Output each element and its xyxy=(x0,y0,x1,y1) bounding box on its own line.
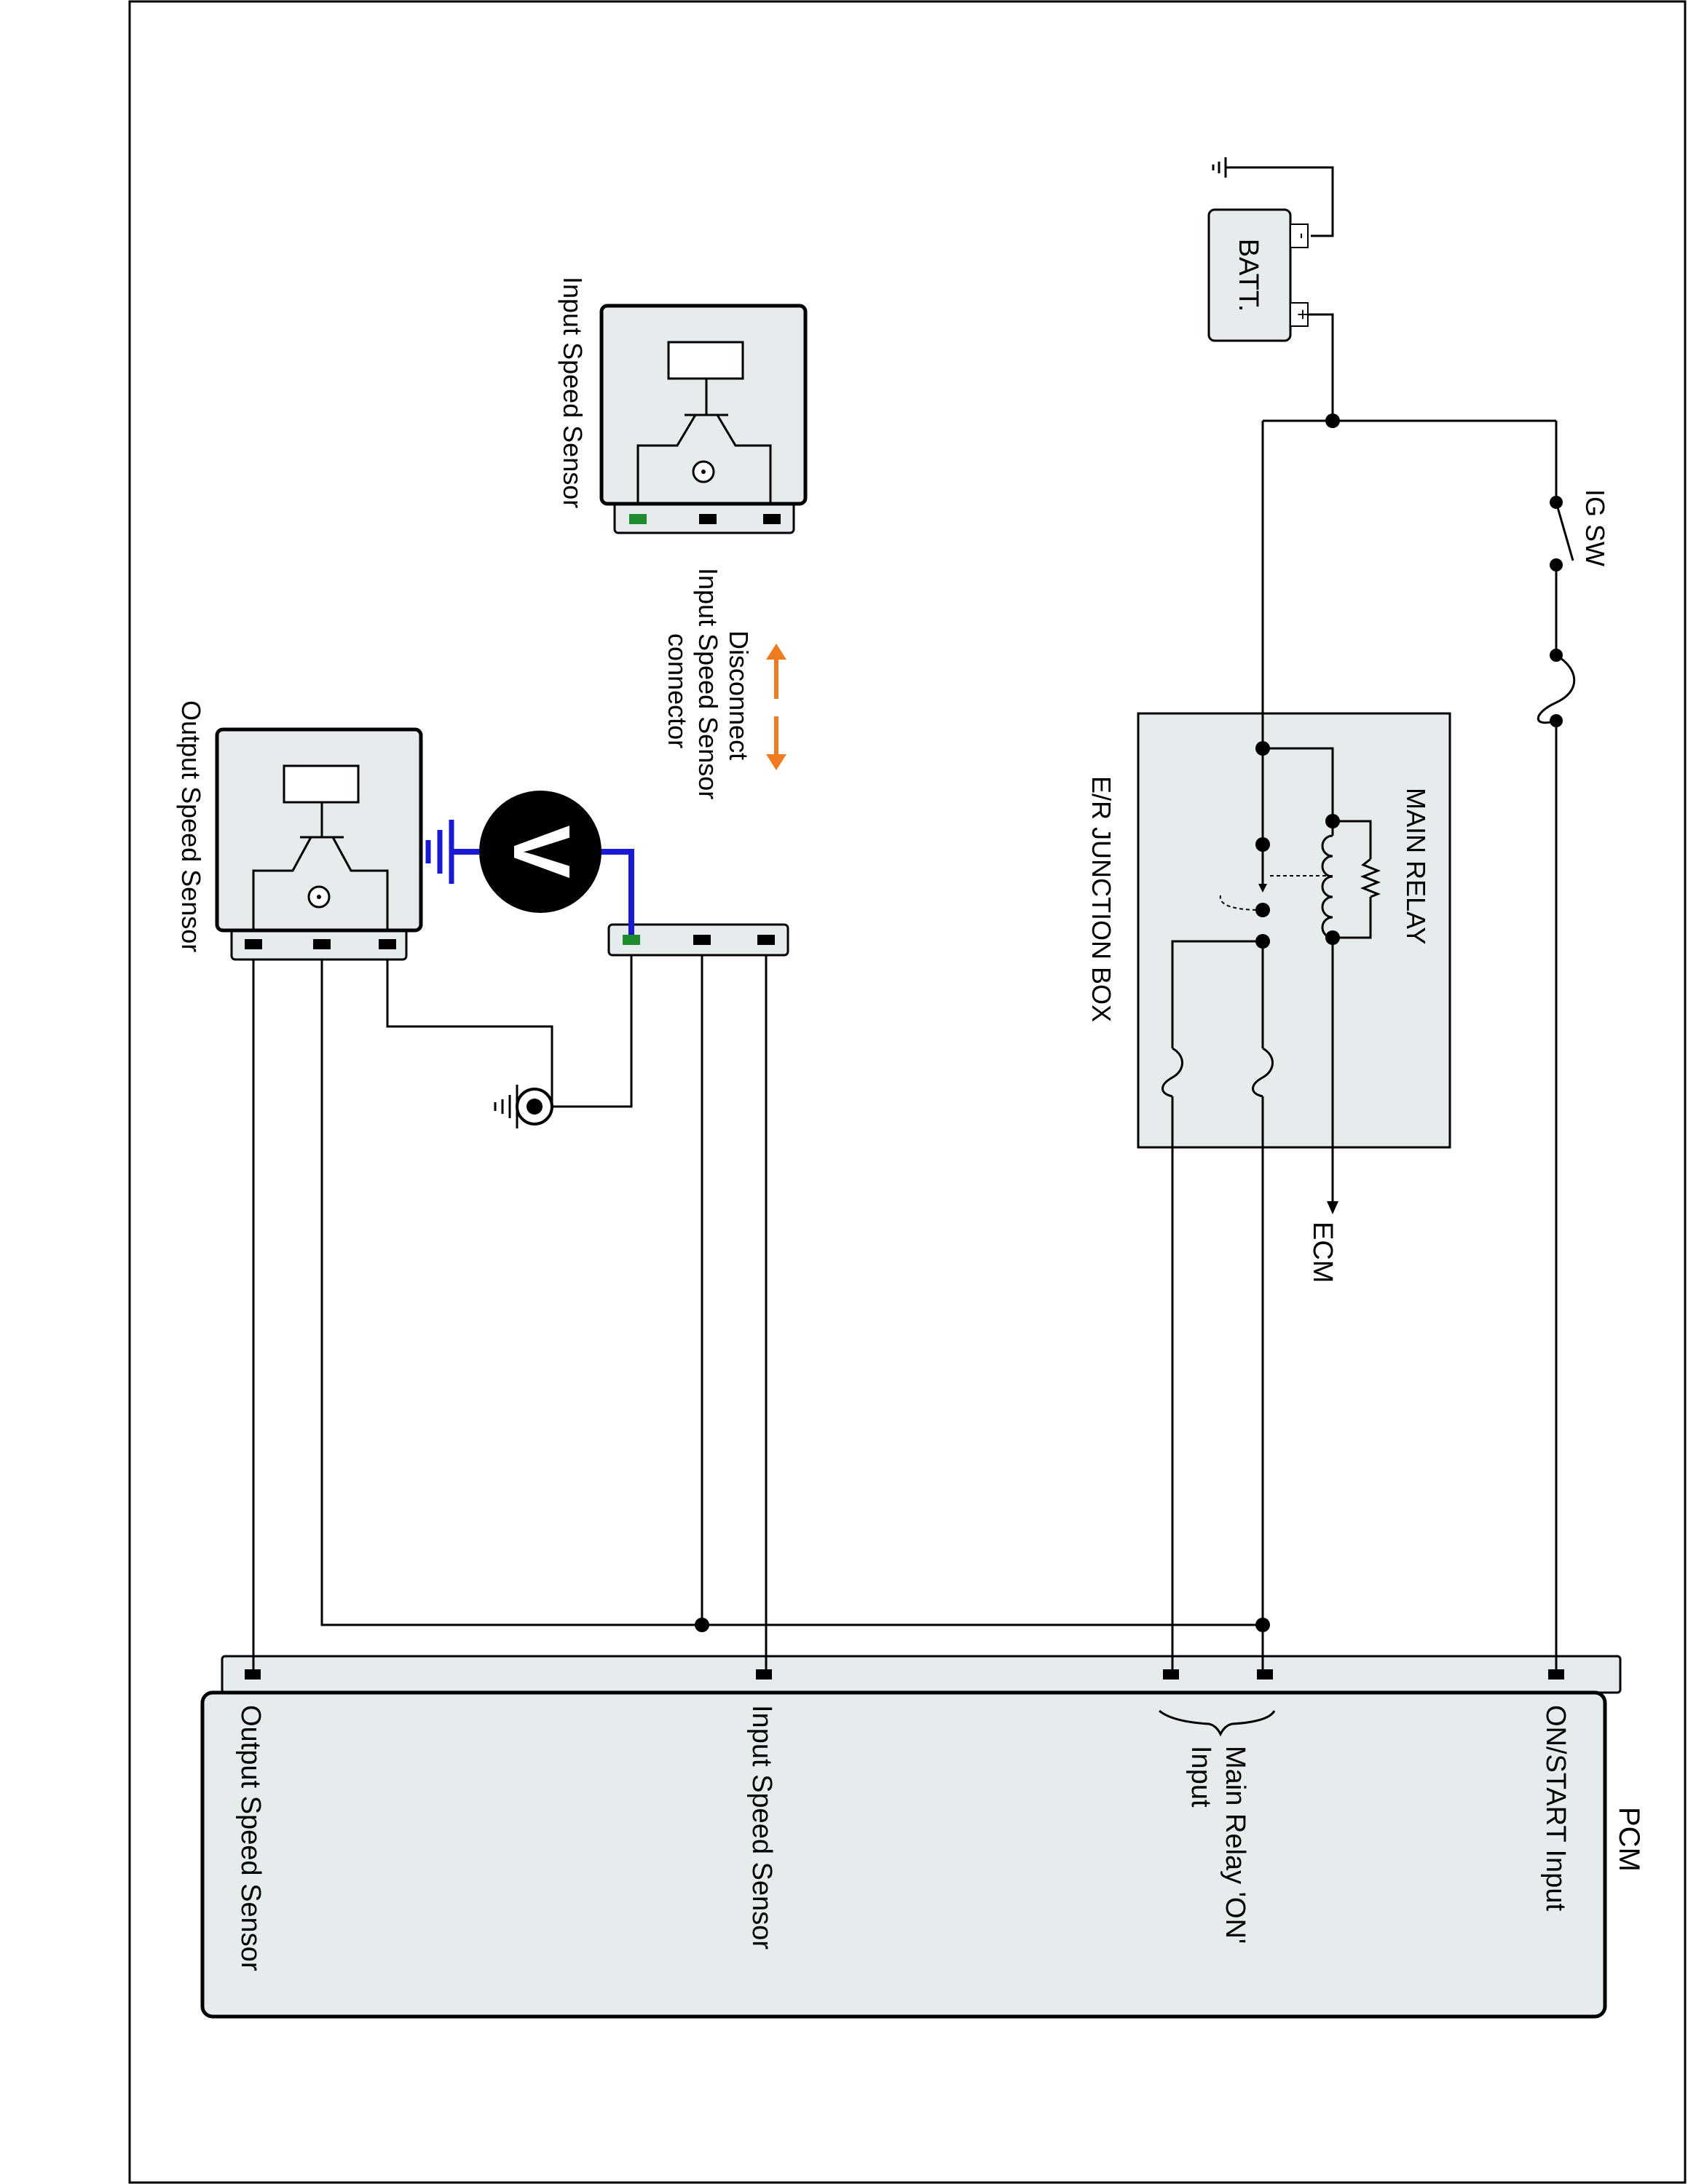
ecm-label: ECM xyxy=(1307,1222,1338,1283)
input-sensor-body xyxy=(599,304,808,506)
harness-pin-green xyxy=(623,935,640,945)
relay-contact-arm xyxy=(1219,895,1263,911)
ground-icon xyxy=(494,1095,511,1118)
battery-plus-label: + xyxy=(1292,309,1314,320)
battery-plus-terminal xyxy=(1290,302,1309,327)
fuse-icon-2 xyxy=(1252,1047,1274,1098)
input-sensor-pin-2 xyxy=(699,514,717,524)
output-sensor-label: Output Speed Sensor xyxy=(176,700,206,952)
pcm-input-speed-label: Input Speed Sensor xyxy=(746,1705,777,1950)
ground-icon xyxy=(425,820,454,884)
output-sensor-body xyxy=(215,727,423,933)
disconnect-indicator: Disconnect Input Speed Sensor connector xyxy=(663,568,786,799)
pcm-box xyxy=(200,1690,1607,2019)
page-frame xyxy=(128,0,1687,2184)
fuse-icon-1 xyxy=(1162,1047,1183,1098)
junction-box-label: E/R JUNCTION BOX xyxy=(1086,776,1116,1022)
voltmeter: V xyxy=(425,791,634,935)
ig-sw-label: IG SW xyxy=(1580,489,1610,566)
coil-icon xyxy=(1321,834,1333,939)
ground-icon xyxy=(1212,157,1227,178)
input-sensor-label: Input Speed Sensor xyxy=(558,277,588,508)
resistor-icon xyxy=(1360,858,1381,898)
arrow-up-icon xyxy=(766,644,786,660)
arrow-down-icon xyxy=(766,754,786,770)
pcm-pin-input-speed xyxy=(756,1669,772,1679)
output-sensor-chip xyxy=(283,764,360,804)
disconnect-label-2: Input Speed Sensor xyxy=(693,568,723,799)
main-relay-label: MAIN RELAY xyxy=(1401,788,1431,944)
disconnect-label-3: connector xyxy=(663,633,693,748)
pcm-main-relay-label-2: Input xyxy=(1186,1746,1216,1808)
junction-box-outline xyxy=(1137,712,1451,1149)
harness-pin-3 xyxy=(757,935,775,945)
ig-switch-blade xyxy=(1555,502,1574,561)
pcm-pin-on-start xyxy=(1548,1669,1564,1679)
pcm-on-start-label: ON/START Input xyxy=(1540,1705,1571,1911)
input-sensor-pin-3 xyxy=(763,514,781,524)
input-harness-connector xyxy=(553,923,789,1669)
battery-label: BATT. xyxy=(1233,239,1263,312)
pcm-pin-output-speed xyxy=(245,1669,261,1679)
input-sensor-chip xyxy=(667,341,744,380)
probe-wire-positive xyxy=(599,849,634,935)
voltmeter-body xyxy=(479,791,602,913)
output-speed-sensor: Output Speed Sensor xyxy=(176,700,1263,1669)
pcm-pin-main-relay-2 xyxy=(1163,1669,1179,1679)
input-sensor-pin-green xyxy=(629,514,647,524)
fuse-icon xyxy=(1537,654,1576,724)
battery-minus-terminal xyxy=(1290,223,1309,248)
pcm-pin-main-relay-1 xyxy=(1257,1669,1273,1679)
pcm-main-relay-label-1: Main Relay 'ON' xyxy=(1220,1746,1250,1944)
output-sensor-pin-1 xyxy=(245,939,262,949)
output-sensor-pin-3 xyxy=(379,939,396,949)
battery-box xyxy=(1207,208,1292,342)
chassis-ground xyxy=(386,946,553,1128)
main-relay-brace xyxy=(1159,1709,1276,1737)
pcm-connector-strip xyxy=(221,1655,1622,1694)
junction-box: MAIN RELAY E/R JUNCTION BOX ECM xyxy=(1086,421,1451,1669)
battery-circuit: - + BATT. IG SW xyxy=(1207,157,1610,1669)
harness-pin-2 xyxy=(693,935,711,945)
output-sensor-pin-2 xyxy=(313,939,331,949)
pcm-label: PCM xyxy=(1613,1807,1645,1872)
pcm-output-speed-label: Output Speed Sensor xyxy=(235,1705,266,1971)
battery-minus-label: - xyxy=(1292,233,1314,240)
voltmeter-label: V xyxy=(497,825,586,878)
disconnect-label-1: Disconnect xyxy=(724,630,754,760)
pcm-module: PCM ON/START Input Main Relay 'ON' Input… xyxy=(200,1655,1645,2019)
input-speed-sensor: Input Speed Sensor xyxy=(558,277,808,534)
